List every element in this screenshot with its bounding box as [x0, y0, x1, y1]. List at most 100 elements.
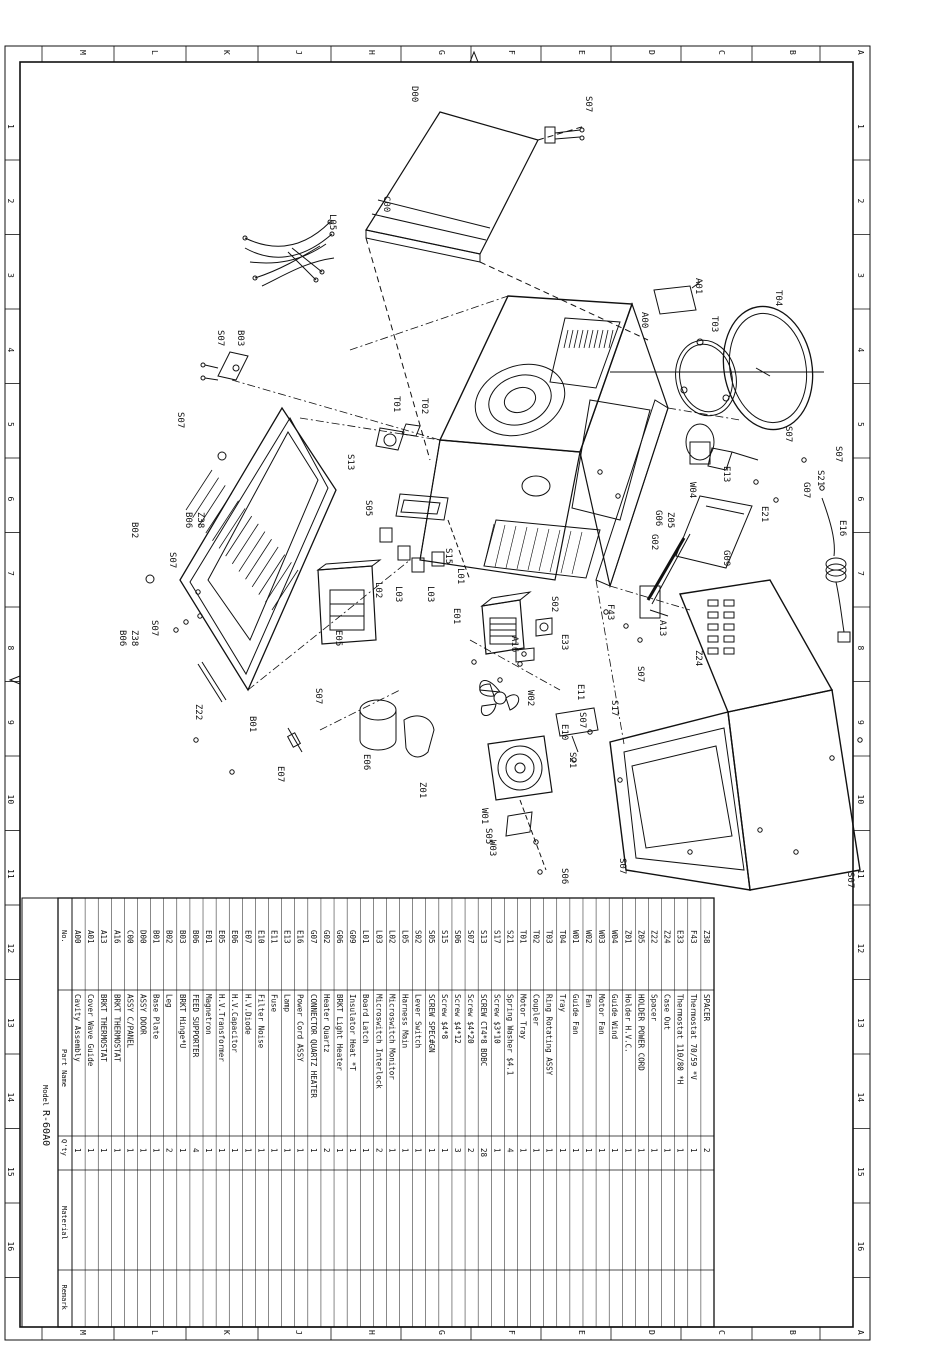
- cavity-grille-line: [527, 527, 539, 571]
- zone-letter-bottom: C: [717, 1330, 726, 1335]
- hinge-screws-top: [544, 126, 585, 144]
- parts-table-row-name: ASSY C/PANEL: [125, 994, 134, 1049]
- case-vent: [707, 599, 719, 607]
- part-callout-label: S07: [635, 666, 645, 682]
- parts-table-row-no: Z05: [636, 930, 645, 944]
- part-callout-label: S07: [313, 688, 323, 704]
- case-vent: [723, 635, 735, 643]
- zone-number-left: 10: [6, 795, 15, 805]
- parts-table-row-qty: 1: [243, 1148, 252, 1153]
- parts-table-row-qty: 3: [453, 1148, 462, 1153]
- parts-table-row-qty: 2: [374, 1148, 383, 1153]
- part-callout-label: T01: [391, 396, 401, 412]
- parts-table-row-no: S02: [414, 930, 423, 944]
- parts-table-row-qty: 1: [309, 1148, 318, 1153]
- parts-table-row-no: Z22: [649, 930, 658, 944]
- parts-table-row-qty: 1: [558, 1148, 567, 1153]
- parts-table-row-name: Cover Wave Guide: [86, 994, 95, 1067]
- parts-table-row-qty: 1: [112, 1148, 121, 1153]
- parts-table-row-qty: 2: [466, 1148, 475, 1153]
- parts-table-row-qty: 4: [505, 1148, 514, 1153]
- part-callout-label: S07: [845, 872, 855, 888]
- part-callout-label: S07: [617, 858, 627, 874]
- harness-main-drawing: [242, 219, 335, 287]
- parts-table-row-no: D00: [139, 930, 148, 944]
- parts-table-row-no: Z24: [663, 930, 672, 944]
- cavity-grille-line: [516, 526, 528, 570]
- part-callout-label: S06: [559, 868, 569, 884]
- parts-table-row-name: Coupler: [532, 994, 541, 1026]
- cavity-vent-slot: [563, 329, 569, 349]
- zone-letter-bottom: L: [150, 1330, 159, 1335]
- parts-table-row-no: S07: [466, 930, 475, 944]
- part-callout-label: S21: [815, 470, 825, 486]
- center-mark: [8, 675, 21, 685]
- zone-number-left: 5: [6, 422, 15, 427]
- part-callout-label: T02: [419, 398, 429, 414]
- cavity-vent-slot: [603, 329, 609, 349]
- inner-border: [19, 61, 854, 1328]
- lamp-drawing: [685, 423, 759, 471]
- parts-table-row-no: E11: [270, 930, 279, 944]
- zone-number-right: 2: [856, 199, 865, 204]
- part-callout-label: C00: [381, 196, 391, 212]
- part-callout-label: L01: [455, 568, 465, 584]
- zone-number-left: 2: [6, 199, 15, 204]
- parts-table-row-name: Lamp: [283, 994, 292, 1013]
- table-column-header: No.: [60, 930, 68, 943]
- screw-marker: [597, 469, 603, 475]
- part-callout-label: A01: [693, 278, 703, 294]
- parts-table-row-no: L05: [401, 930, 410, 944]
- parts-table-row-qty: 1: [348, 1148, 357, 1153]
- power-cord-drawing: [821, 497, 851, 643]
- parts-table-row-name: ASSY DOOR: [139, 994, 148, 1035]
- parts-table-row-qty: 1: [414, 1148, 423, 1153]
- part-callout-label: S13: [345, 454, 355, 470]
- noise-filter-drawing: [555, 707, 599, 753]
- part-callout-label: S02: [549, 596, 559, 612]
- parts-table-row-qty: 1: [676, 1148, 685, 1153]
- zone-number-left: 14: [6, 1093, 15, 1103]
- parts-table-row-name: Board Latch: [361, 994, 370, 1044]
- parts-table-row-name: Heater Quartz: [322, 994, 331, 1053]
- zone-letter-bottom: A: [856, 1330, 865, 1335]
- parts-table-row-name: Spring Washer $4.1: [505, 994, 514, 1075]
- parts-table-row-no: G06: [335, 930, 344, 944]
- parts-table-row-name: HOLDER POWER CORD: [636, 994, 645, 1071]
- parts-table-row-qty: 1: [597, 1148, 606, 1153]
- parts-table-row-no: T02: [532, 930, 541, 944]
- parts-table-row-name: Screw $4*20: [466, 994, 475, 1044]
- zone-number-right: 9: [856, 720, 865, 725]
- case-vent: [707, 611, 719, 619]
- hv-diode-drawing: [286, 727, 303, 753]
- screw-marker: [173, 627, 179, 633]
- parts-table-row-no: Z01: [623, 930, 632, 944]
- parts-table-row-qty: 1: [270, 1148, 279, 1153]
- screw-marker: [183, 619, 189, 625]
- parts-table-row-qty: 4: [191, 1148, 200, 1153]
- part-callout-label: S07: [783, 426, 793, 442]
- parts-table-row-qty: 1: [296, 1148, 305, 1153]
- parts-table-row-name: Microswitch Interlock: [374, 994, 383, 1089]
- parts-table-row-no: T04: [558, 930, 567, 944]
- parts-table-row-qty: 1: [401, 1148, 410, 1153]
- parts-table-row-no: Z38: [702, 930, 711, 944]
- cavity-vent-slot: [593, 329, 599, 349]
- zone-number-left: 7: [6, 571, 15, 576]
- screw-marker: [829, 755, 835, 761]
- cavity-grille-line: [483, 523, 495, 567]
- parts-table-row-no: G02: [322, 930, 331, 944]
- part-callout-label: G09: [721, 550, 731, 566]
- part-callout-label: B01: [247, 716, 257, 732]
- parts-table-row-name: Case Out: [663, 994, 672, 1030]
- base-plate-rib: [271, 569, 299, 611]
- part-callout-label: G06: [653, 510, 663, 526]
- thermostat-brackets-drawing: [515, 617, 553, 663]
- zone-number-right: 14: [856, 1093, 865, 1103]
- parts-table-row-qty: 1: [427, 1148, 436, 1153]
- part-callout-label: S05: [363, 500, 373, 516]
- zone-letter-top: C: [717, 50, 726, 55]
- parts-table-row-name: Base Plate: [152, 994, 161, 1040]
- parts-table-row-no: B02: [165, 930, 174, 944]
